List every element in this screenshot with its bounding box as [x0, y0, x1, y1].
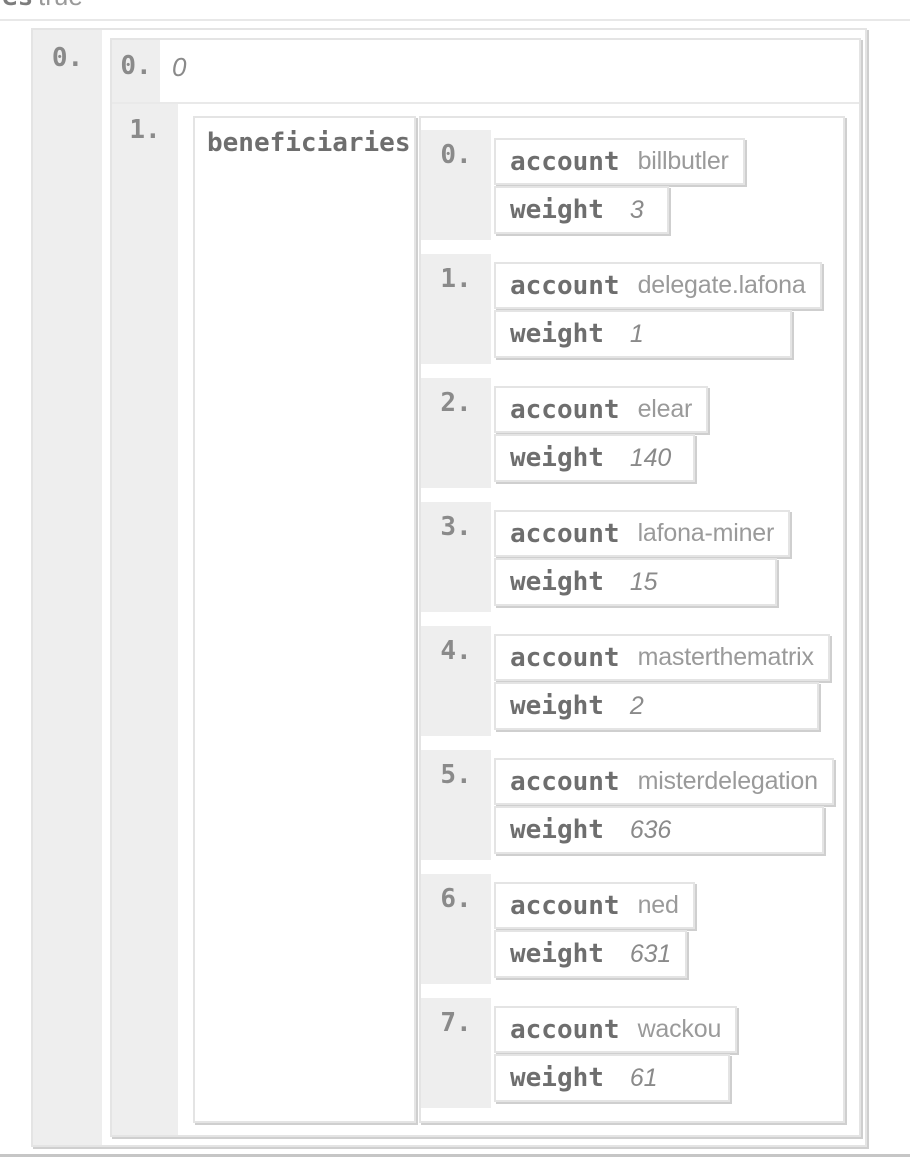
account-value: wackou: [637, 1015, 722, 1043]
beneficiary-item: 5. account misterdelegation weight 636: [421, 750, 843, 860]
row-0-value: 0: [172, 52, 187, 82]
inner-table: 0. 0 1. beneficiaries 0. account billbut…: [110, 38, 861, 1137]
beneficiary-index-cell: 7.: [421, 998, 491, 1108]
weight-value: 61: [629, 1063, 658, 1092]
beneficiary-item: 7. account wackou weight 61: [421, 998, 843, 1108]
beneficiary-fields: account masterthematrix weight 2: [494, 626, 830, 736]
weight-value: 1: [629, 319, 644, 348]
weight-field-row: weight 636: [494, 806, 824, 854]
beneficiary-fields: account delegate.lafona weight 1: [494, 254, 822, 364]
beneficiary-item: 4. account masterthematrix weight 2: [421, 626, 843, 736]
beneficiary-item: 1. account delegate.lafona weight 1: [421, 254, 843, 364]
weight-key-label: weight: [510, 319, 604, 349]
beneficiary-fields: account ned weight 631: [494, 874, 695, 984]
beneficiary-fields: account misterdelegation weight 636: [494, 750, 834, 860]
account-field-row: account billbutler: [494, 138, 745, 185]
outer-array-box: 0. 0. 0 1. beneficiaries 0. account bill…: [31, 28, 867, 1147]
weight-field-row: weight 631: [494, 930, 688, 978]
beneficiary-item: 3. account lafona-miner weight 15: [421, 502, 843, 612]
beneficiary-index-cell: 0.: [421, 130, 491, 240]
weight-key-label: weight: [510, 567, 604, 597]
weight-key-label: weight: [510, 691, 604, 721]
weight-key-label: weight: [510, 443, 604, 473]
beneficiary-fields: account wackou weight 61: [494, 998, 738, 1108]
weight-key-label: weight: [510, 939, 604, 969]
account-value: delegate.lafona: [637, 271, 806, 299]
account-key-label: account: [510, 766, 620, 797]
weight-value: 3: [629, 195, 644, 224]
weight-field-row: weight 15: [494, 558, 777, 606]
account-key-label: account: [510, 642, 620, 673]
account-field-row: account delegate.lafona: [494, 262, 822, 309]
account-field-row: account wackou: [494, 1006, 738, 1053]
outer-index-cell: 0.: [33, 30, 102, 1145]
beneficiary-index-cell: 5.: [421, 750, 491, 860]
weight-value: 15: [629, 567, 658, 596]
beneficiary-index-cell: 3.: [421, 502, 491, 612]
weight-key-label: weight: [510, 815, 604, 845]
beneficiary-fields: account lafona-miner weight 15: [494, 502, 791, 612]
weight-value: 631: [629, 939, 672, 968]
account-value: misterdelegation: [637, 767, 818, 795]
weight-field-row: weight 2: [494, 682, 819, 730]
row-1-content: beneficiaries 0. account billbutler weig…: [178, 104, 859, 1135]
outer-content: 0. 0 1. beneficiaries 0. account billbut…: [102, 30, 869, 1145]
account-value: ned: [637, 891, 679, 919]
beneficiary-item: 2. account elear weight 140: [421, 378, 843, 488]
row-0-index-cell: 0.: [112, 40, 160, 102]
account-value: lafona-miner: [637, 519, 775, 547]
weight-key-label: weight: [510, 195, 604, 225]
account-key-label: account: [510, 518, 620, 549]
clipped-key-fragment: es: [2, 0, 33, 12]
row-0: 0. 0: [112, 40, 859, 104]
beneficiary-index-cell: 1.: [421, 254, 491, 364]
account-key-label: account: [510, 270, 620, 301]
account-field-row: account masterthematrix: [494, 634, 830, 681]
beneficiaries-key-cell: beneficiaries: [193, 116, 416, 1123]
account-field-row: account ned: [494, 882, 695, 929]
account-value: elear: [637, 395, 693, 423]
weight-field-row: weight 61: [494, 1054, 730, 1102]
account-key-label: account: [510, 890, 620, 921]
account-field-row: account lafona-miner: [494, 510, 791, 557]
weight-value: 636: [629, 815, 672, 844]
weight-field-row: weight 140: [494, 434, 695, 482]
beneficiary-fields: account billbutler weight 3: [494, 130, 745, 240]
weight-field-row: weight 3: [494, 186, 669, 234]
beneficiary-item: 6. account ned weight 631: [421, 874, 843, 984]
account-field-row: account elear: [494, 386, 709, 433]
beneficiary-index-cell: 6.: [421, 874, 491, 984]
beneficiaries-list: 0. account billbutler weight 3 1. accoun…: [419, 116, 845, 1123]
account-key-label: account: [510, 146, 620, 177]
account-field-row: account misterdelegation: [494, 758, 834, 805]
weight-value: 2: [629, 691, 644, 720]
account-key-label: account: [510, 394, 620, 425]
account-key-label: account: [510, 1014, 620, 1045]
beneficiary-index-cell: 2.: [421, 378, 491, 488]
clipped-previous-row: es true: [2, 0, 83, 12]
account-value: masterthematrix: [637, 643, 814, 671]
beneficiary-fields: account elear weight 140: [494, 378, 709, 488]
weight-field-row: weight 1: [494, 310, 792, 358]
row-1-index-cell: 1.: [112, 104, 178, 1135]
top-divider: [0, 19, 910, 21]
bottom-divider: [0, 1154, 910, 1157]
account-value: billbutler: [637, 147, 729, 175]
beneficiary-index-cell: 4.: [421, 626, 491, 736]
weight-key-label: weight: [510, 1063, 604, 1093]
beneficiary-item: 0. account billbutler weight 3: [421, 130, 843, 240]
row-1: 1. beneficiaries 0. account billbutler w…: [112, 104, 859, 1135]
clipped-value-fragment: true: [38, 0, 83, 12]
weight-value: 140: [629, 443, 672, 472]
